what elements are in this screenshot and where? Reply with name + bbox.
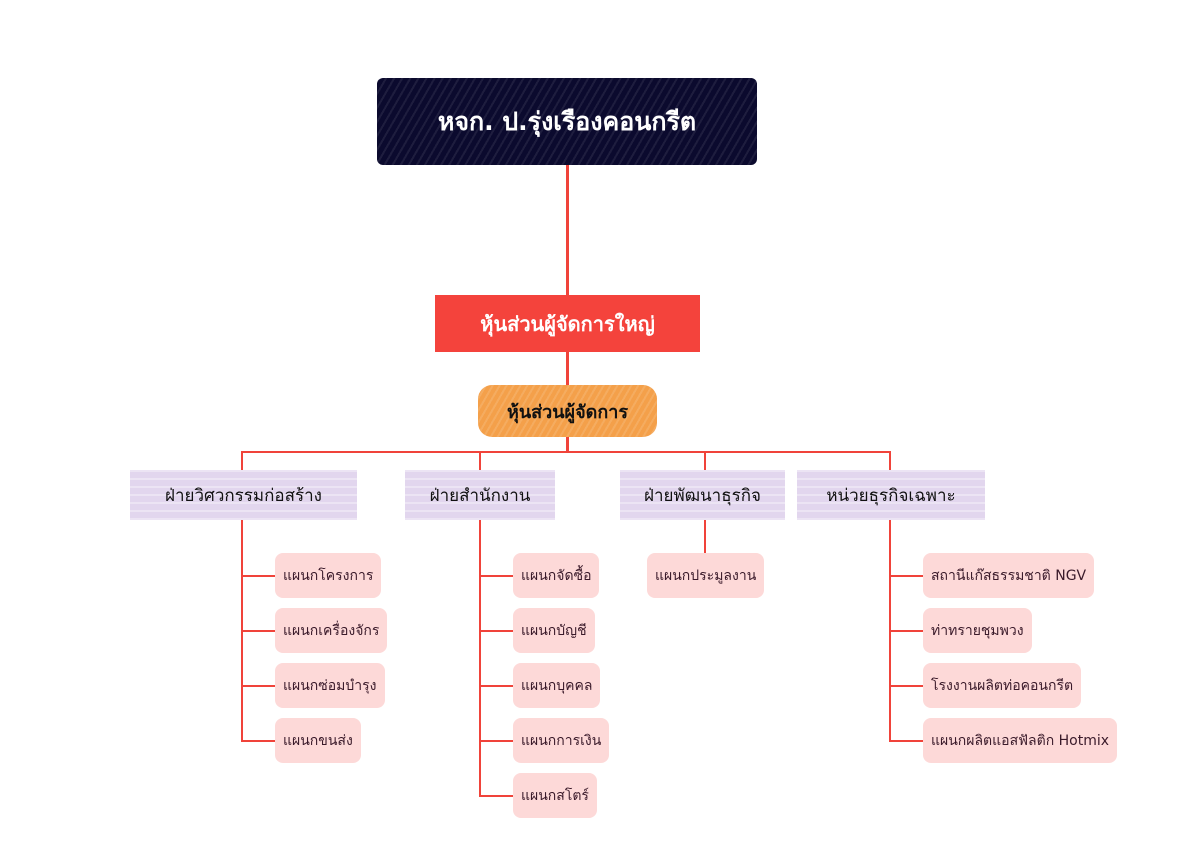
connector-line <box>479 451 481 470</box>
unit-node: แผนกขนส่ง <box>275 718 361 763</box>
connector-line <box>479 575 513 577</box>
connector-line <box>704 451 706 470</box>
unit-node: แผนกการเงิน <box>513 718 610 763</box>
unit-node: แผนกจัดซื้อ <box>513 553 600 598</box>
department-node: ฝ่ายวิศวกรรมก่อสร้าง <box>130 470 357 520</box>
connector-line <box>566 437 569 453</box>
connector-line <box>479 520 481 797</box>
general-manager-node: หุ้นส่วนผู้จัดการใหญ่ <box>435 295 700 352</box>
unit-node: แผนกผลิตแอสฟัลติก Hotmix <box>923 718 1118 763</box>
connector-line <box>889 451 891 470</box>
connector-line <box>241 575 275 577</box>
connector-line <box>479 630 513 632</box>
unit-node: ท่าทรายชุมพวง <box>923 608 1032 653</box>
unit-node: แผนกซ่อมบำรุง <box>275 663 385 708</box>
connector-line <box>889 575 923 577</box>
connector-line <box>241 630 275 632</box>
connector-line <box>241 451 891 453</box>
unit-node: แผนกประมูลงาน <box>647 553 765 598</box>
unit-node: แผนกบุคคล <box>513 663 601 708</box>
manager-node: หุ้นส่วนผู้จัดการ <box>478 385 657 437</box>
connector-line <box>889 630 923 632</box>
unit-node: สถานีแก๊สธรรมชาติ NGV <box>923 553 1095 598</box>
unit-node: แผนกโครงการ <box>275 553 382 598</box>
connector-line <box>889 740 923 742</box>
unit-node: แผนกเครื่องจักร <box>275 608 388 653</box>
connector-line <box>566 165 569 295</box>
department-node: ฝ่ายพัฒนาธุรกิจ <box>620 470 785 520</box>
connector-line <box>479 740 513 742</box>
connector-line <box>241 451 243 470</box>
company-node: หจก. ป.รุ่งเรืองคอนกรีต <box>377 78 757 165</box>
department-node: ฝ่ายสำนักงาน <box>405 470 555 520</box>
connector-line <box>479 685 513 687</box>
connector-line <box>889 685 923 687</box>
connector-line <box>566 352 569 385</box>
unit-node: แผนกสโตร์ <box>513 773 597 818</box>
unit-node: โรงงานผลิตท่อคอนกรีต <box>923 663 1082 708</box>
connector-line <box>241 740 275 742</box>
department-node: หน่วยธุรกิจเฉพาะ <box>797 470 985 520</box>
unit-node: แผนกบัญชี <box>513 608 595 653</box>
connector-line <box>479 795 513 797</box>
connector-line <box>704 520 706 553</box>
connector-line <box>241 685 275 687</box>
